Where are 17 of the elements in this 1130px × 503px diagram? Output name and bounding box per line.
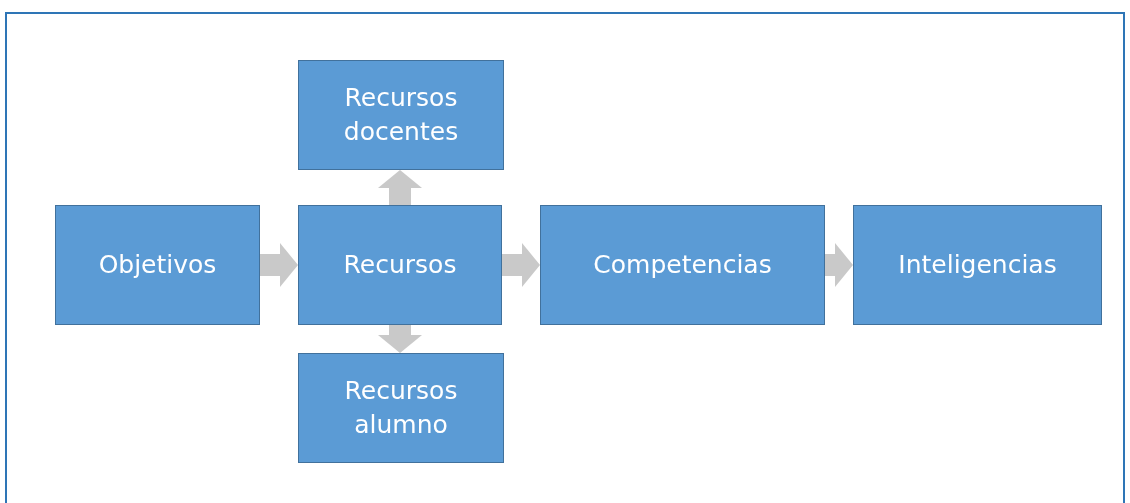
process-box [55,205,260,325]
process-box [298,205,502,325]
box-label: Recursos [342,249,458,282]
process-box [298,60,504,170]
box-label: Recursos alumno [343,375,459,441]
process-box [298,353,504,463]
process-box [853,205,1102,325]
box-label: Competencias [592,249,773,282]
block-arrow [378,170,422,205]
block-arrow [825,243,853,287]
block-arrow [378,325,422,353]
block-arrow [502,243,540,287]
process-box [540,205,825,325]
box-label: Recursos docentes [342,82,460,148]
box-label: Objetivos [97,249,218,282]
block-arrow [260,243,298,287]
box-label: Inteligencias [897,249,1058,282]
